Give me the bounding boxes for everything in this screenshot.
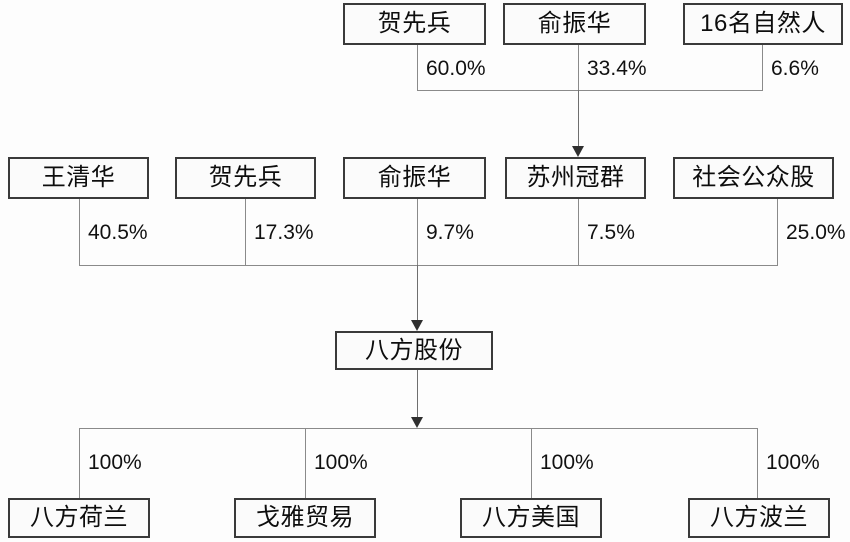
edge-he-xianbing-drop (245, 199, 246, 265)
percent-public-shares: 25.0% (786, 221, 846, 244)
edge-bafang-netherlands-drop (79, 428, 80, 498)
node-yu-zhenhua-top[interactable]: 俞振华 (503, 3, 646, 45)
node-label: 八方波兰 (710, 504, 808, 531)
percent-bafang-netherlands: 100% (88, 451, 142, 474)
edge-tier4-bus (79, 428, 758, 429)
node-bafang-netherlands[interactable]: 八方荷兰 (8, 498, 150, 538)
edge-he-xianbing-top-drop (417, 45, 418, 90)
node-wang-qinghua[interactable]: 王清华 (8, 157, 149, 199)
node-label: 八方美国 (482, 504, 580, 531)
edge-yu-zhenhua-top-drop (578, 45, 579, 90)
edge-yu-zhenhua-drop (417, 199, 418, 265)
percent-sixteen-natural-persons: 6.6% (771, 57, 819, 80)
node-label: 八方股份 (365, 336, 463, 364)
edge-sixteen-natural-persons-drop (762, 45, 763, 90)
node-sixteen-natural-persons[interactable]: 16名自然人 (683, 3, 843, 45)
edge-public-shares-drop (777, 199, 778, 265)
node-yu-zhenhua[interactable]: 俞振华 (343, 157, 486, 199)
node-label: 王清华 (41, 164, 116, 191)
node-label: 16名自然人 (700, 10, 826, 37)
arrowhead-to-suzhou-guanqun (572, 146, 584, 157)
arrowhead-to-subsidiaries (411, 417, 423, 428)
edge-bafang-poland-drop (757, 428, 758, 498)
node-suzhou-guanqun[interactable]: 苏州冠群 (505, 157, 646, 199)
percent-yu-zhenhua: 9.7% (426, 221, 474, 244)
node-bafang-usa[interactable]: 八方美国 (460, 498, 602, 538)
edge-wang-qinghua-drop (79, 199, 80, 265)
edge-bafang-shares-to-subsidiaries (417, 370, 418, 422)
node-bafang-poland[interactable]: 八方波兰 (688, 498, 830, 538)
node-geya-trading[interactable]: 戈雅贸易 (234, 498, 376, 538)
node-he-xianbing-top[interactable]: 贺先兵 (343, 3, 486, 45)
percent-bafang-poland: 100% (766, 451, 820, 474)
percent-suzhou-guanqun: 7.5% (587, 221, 635, 244)
edge-suzhou-guanqun-drop (578, 199, 579, 265)
edge-tier1-to-suzhou-guanqun (578, 90, 579, 153)
edge-bafang-usa-drop (531, 428, 532, 498)
node-bafang-shares[interactable]: 八方股份 (335, 331, 493, 370)
node-label: 社会公众股 (692, 164, 815, 191)
edge-geya-trading-drop (305, 428, 306, 498)
node-label: 贺先兵 (377, 10, 452, 37)
node-label: 俞振华 (377, 164, 452, 191)
arrowhead-to-bafang-shares (411, 320, 423, 331)
node-label: 俞振华 (537, 10, 612, 37)
percent-wang-qinghua: 40.5% (88, 221, 148, 244)
node-label: 贺先兵 (208, 164, 283, 191)
node-label: 苏州冠群 (526, 164, 625, 191)
percent-he-xianbing-top: 60.0% (426, 57, 486, 80)
edge-tier1-bus (417, 90, 763, 91)
node-public-shares[interactable]: 社会公众股 (673, 157, 834, 199)
node-label: 戈雅贸易 (256, 504, 354, 531)
percent-he-xianbing: 17.3% (254, 221, 314, 244)
node-he-xianbing[interactable]: 贺先兵 (175, 157, 316, 199)
edge-tier2-to-bafang-shares (417, 265, 418, 326)
percent-geya-trading: 100% (314, 451, 368, 474)
percent-bafang-usa: 100% (540, 451, 594, 474)
node-label: 八方荷兰 (30, 504, 128, 531)
edge-tier2-bus (79, 265, 778, 266)
percent-yu-zhenhua-top: 33.4% (587, 57, 647, 80)
